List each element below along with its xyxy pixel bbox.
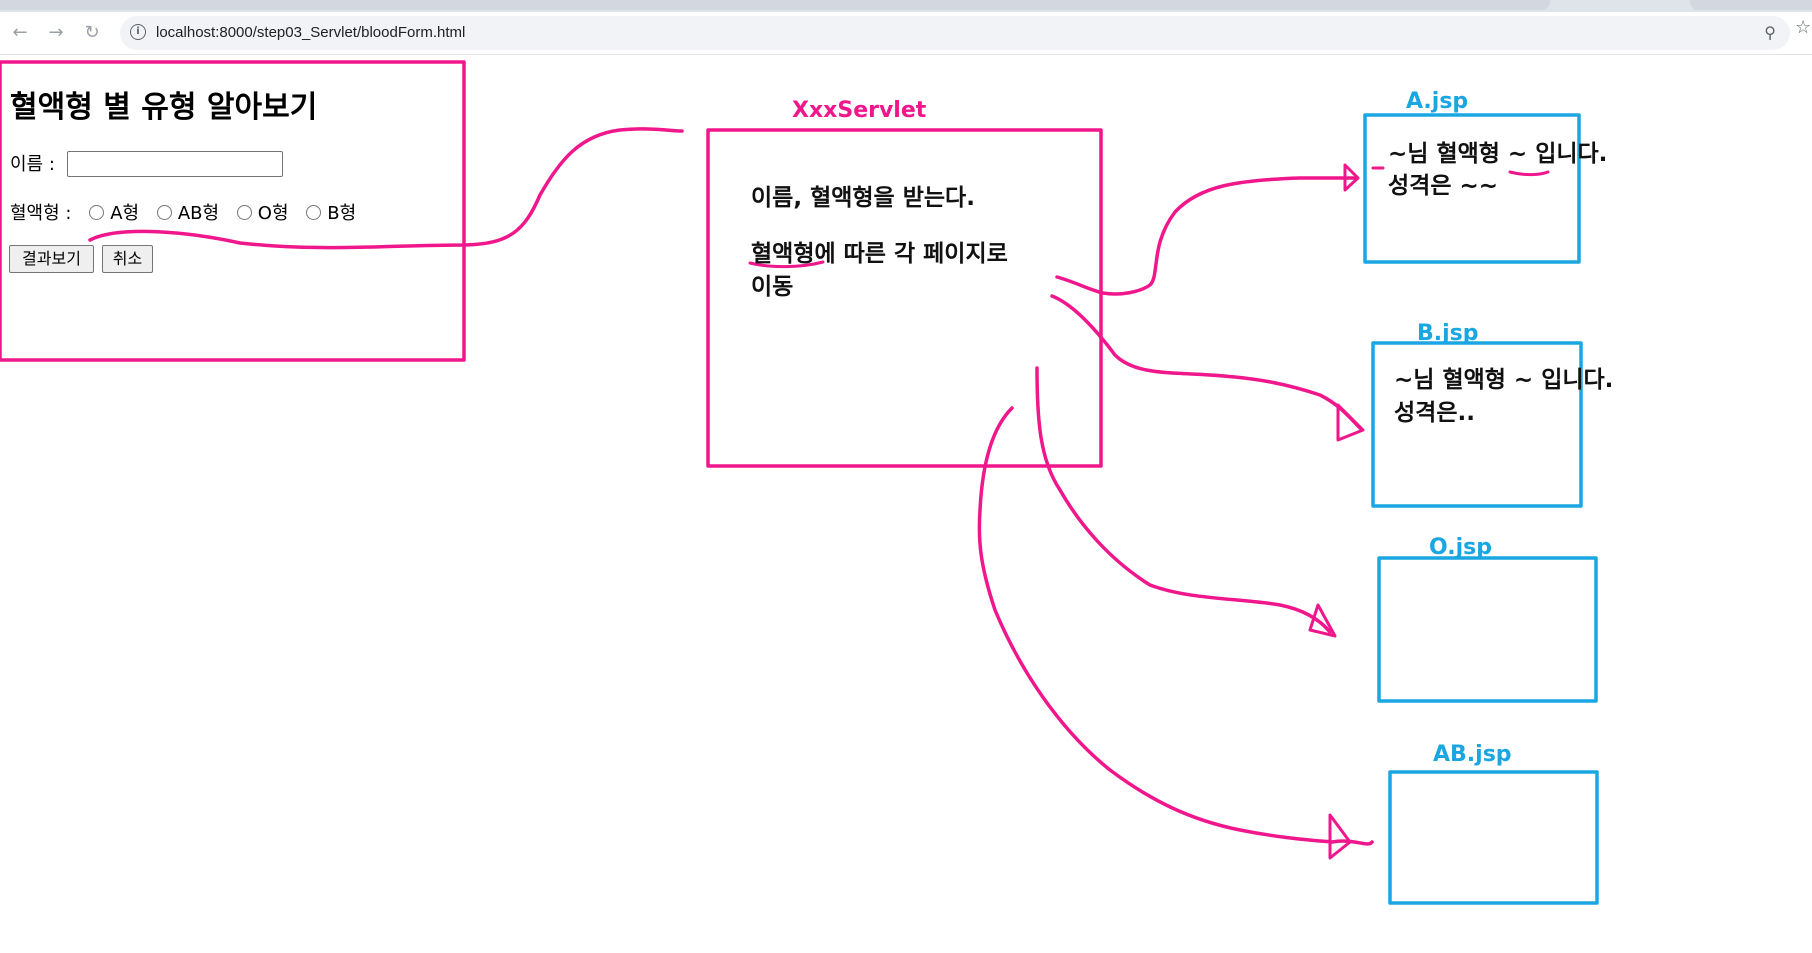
b-jsp-label: B.jsp: [1417, 321, 1479, 346]
address-bar[interactable]: i localhost:8000/step03_Servlet/bloodFor…: [120, 16, 1790, 50]
a-note-line1: ~님 혈액형 ~ 입니다.: [1388, 141, 1608, 167]
page-title: 혈액형 별 유형 알아보기: [10, 90, 318, 125]
ab-jsp-label: AB.jsp: [1433, 742, 1512, 767]
browser-tab[interactable]: [0, 0, 1550, 10]
servlet-to-b-arrow: [1050, 294, 1362, 430]
name-label: 이름 :: [10, 154, 55, 175]
b-jsp-box: [1371, 341, 1583, 508]
servlet-note-underline: [748, 260, 825, 269]
radio-a-label[interactable]: A형: [110, 203, 140, 224]
site-info-icon[interactable]: i: [130, 24, 146, 40]
reset-button[interactable]: 취소: [102, 245, 153, 273]
zoom-icon[interactable]: ⚲: [1764, 23, 1776, 42]
servlet-note-line1: 이름, 혈액형을 받는다.: [751, 185, 975, 211]
reload-icon[interactable]: ↻: [84, 22, 100, 43]
radio-o-label[interactable]: O형: [257, 203, 289, 224]
radio-ab[interactable]: [156, 205, 172, 220]
ab-jsp-box: [1388, 770, 1599, 905]
radio-o[interactable]: [236, 205, 252, 220]
blood-type-row: 혈액형 : A형 AB형 O형 B형: [10, 199, 356, 225]
blood-type-label: 혈액형 :: [10, 203, 72, 224]
browser-tab-right[interactable]: [1690, 0, 1812, 10]
browser-toolbar: ← → ↻ i localhost:8000/step03_Servlet/bl…: [0, 12, 1812, 55]
name-input[interactable]: [67, 151, 283, 177]
o-jsp-box: [1377, 556, 1598, 703]
a-jsp-box: [1363, 113, 1581, 264]
name-row: 이름 :: [10, 150, 55, 176]
o-jsp-label: O.jsp: [1429, 535, 1492, 560]
arrow-left-icon[interactable]: ←: [12, 22, 28, 43]
radio-b-label[interactable]: B형: [327, 203, 357, 224]
servlet-note-line2: 혈액형에 따른 각 페이지로: [751, 238, 1008, 271]
a-jsp-label: A.jsp: [1406, 89, 1469, 114]
a-note-line2: 성격은 ~~: [1388, 173, 1499, 199]
servlet-to-ab-arrow: [977, 406, 1374, 846]
radio-ab-label[interactable]: AB형: [177, 203, 220, 224]
browser-tab-strip: [0, 0, 1812, 12]
a-note-underline: [1508, 170, 1550, 177]
b-note-line1: ~님 혈액형 ~ 입니다.: [1394, 367, 1614, 393]
radio-b[interactable]: [306, 205, 322, 220]
servlet-to-a-arrow: [1055, 176, 1357, 296]
radio-a[interactable]: [89, 205, 105, 220]
bookmark-star-icon[interactable]: ☆: [1795, 17, 1812, 38]
form-to-servlet-arrow: [88, 127, 684, 250]
submit-button[interactable]: 결과보기: [9, 245, 94, 273]
b-note-line2: 성격은..: [1394, 400, 1475, 426]
arrow-right-icon[interactable]: →: [48, 22, 64, 43]
servlet-box: [706, 128, 1103, 468]
servlet-note-line3: 이동: [751, 274, 794, 300]
servlet-to-o-arrow: [1035, 366, 1332, 634]
servlet-label: XxxServlet: [792, 98, 927, 123]
servlet-note-underlined-word: 혈액형: [751, 241, 815, 267]
url-text[interactable]: localhost:8000/step03_Servlet/bloodForm.…: [156, 24, 466, 41]
servlet-note-line2-rest: 에 따른 각 페이지로: [814, 241, 1008, 267]
form-highlight-box: [0, 60, 466, 362]
